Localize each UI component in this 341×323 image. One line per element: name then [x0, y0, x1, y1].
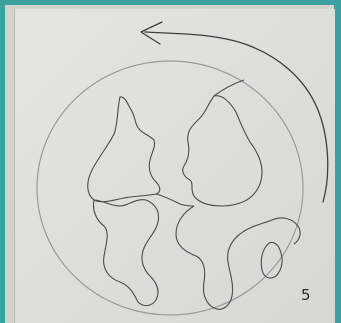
left-lower-shape — [93, 200, 158, 306]
circle-outline — [37, 61, 303, 315]
center-connector — [156, 194, 194, 206]
left-silhouette — [88, 97, 160, 202]
page-number: 5 — [301, 286, 311, 304]
right-upper-line — [214, 80, 244, 96]
right-silhouette — [183, 96, 262, 206]
rotation-arrow — [145, 32, 328, 202]
